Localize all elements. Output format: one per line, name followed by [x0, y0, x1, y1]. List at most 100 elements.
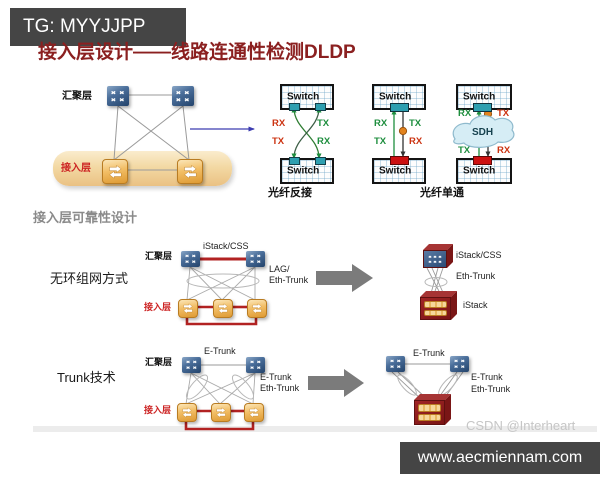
access-switch-icon — [178, 299, 198, 318]
aggregation-switch-icon — [182, 357, 201, 373]
aggregation-switch-icon — [107, 86, 129, 106]
access-switch-icon — [177, 159, 203, 184]
fiber-break-dot — [398, 126, 408, 136]
port-teal-wide — [473, 103, 492, 112]
reliability-heading: 接入层可靠性设计 — [33, 210, 138, 225]
gray-arrow-1 — [316, 264, 373, 292]
aggregation-switch-icon — [181, 251, 200, 267]
tx-label: TX — [272, 136, 285, 147]
port-teal — [289, 103, 300, 111]
aggregation-switch-icon — [172, 86, 194, 106]
page-title: 接入层设计——线路连通性检测DLDP — [38, 42, 356, 63]
access-switch-icon — [213, 299, 233, 318]
topology-links — [113, 94, 190, 171]
fiber-single-lines — [391, 108, 408, 158]
aggregation-switch-icon — [450, 356, 469, 372]
port-teal — [315, 157, 326, 165]
ring-red-1 — [185, 314, 258, 326]
istack-cube — [420, 291, 457, 320]
access-switch-icon — [247, 299, 267, 318]
tx-label: TX — [317, 118, 330, 129]
watermark: CSDN @Interheart — [466, 418, 576, 433]
lag-ellipse — [186, 273, 260, 289]
fiber-sdh-lines — [452, 108, 515, 157]
switch-box: Switch — [280, 157, 334, 184]
row1-aggregation-label: 汇聚层 — [145, 251, 173, 261]
ring-red-2 — [184, 418, 255, 431]
switch-box: Switch — [372, 84, 426, 112]
access-switch-icon — [177, 403, 197, 422]
access-layer-label: 接入层 — [61, 163, 91, 174]
row2-e-trunk-label: E-Trunk — [260, 372, 292, 382]
row1-right-istack-label: iStack — [463, 300, 488, 310]
switch-box: Switch — [456, 156, 512, 184]
switch-box-label: Switch — [463, 165, 496, 177]
caption-fiber-single: 光纤单通 — [420, 187, 464, 199]
row2-right-e-trunk-label: E-Trunk — [471, 372, 503, 382]
header-tag-text: TG: MYYJJPP — [23, 16, 146, 37]
switch-box: Switch — [456, 84, 512, 112]
port-teal-wide — [390, 103, 409, 112]
switch-box: Switch — [280, 84, 334, 111]
row1-eth-trunk-label: Eth-Trunk — [269, 275, 309, 285]
access-switch-icon — [211, 403, 231, 422]
row1-left-lines — [185, 257, 260, 326]
switch-box: Switch — [372, 156, 426, 184]
rx-label: RX — [374, 118, 388, 129]
port-red — [390, 156, 409, 165]
aggregation-switch-icon — [246, 357, 265, 373]
rx-label: RX — [409, 136, 423, 147]
row2-left-lines — [184, 364, 256, 431]
row1-istack-css-label: iStack/CSS — [203, 241, 249, 251]
row2-right-eth-trunk-label: Eth-Trunk — [471, 384, 511, 394]
sdh-cloud — [452, 115, 515, 148]
port-red — [473, 156, 492, 165]
tx-label: TX — [497, 108, 510, 119]
access-switch-icon — [102, 159, 128, 184]
fiber-crossed-lines — [291, 107, 322, 159]
tx-label: TX — [409, 118, 422, 129]
footer-site-bar: www.aecmiennam.com — [400, 442, 600, 474]
port-teal — [289, 157, 300, 165]
row1-name: 无环组网方式 — [50, 271, 129, 286]
row2-access-label: 接入层 — [144, 405, 172, 415]
trunk-ellipse-r1 — [397, 374, 417, 396]
tx-label: TX — [374, 136, 387, 147]
footer-site-text: www.aecmiennam.com — [417, 449, 583, 466]
aggregation-switch-icon — [386, 356, 405, 372]
switch-box-label: Switch — [463, 91, 496, 103]
gray-arrow-2 — [308, 369, 364, 397]
aggregation-layer-label: 汇聚层 — [62, 91, 92, 102]
bottom-divider — [33, 426, 597, 432]
row2-aggregation-label: 汇聚层 — [145, 357, 173, 367]
rx-label: RX — [317, 136, 331, 147]
row2-name: Trunk技术 — [57, 370, 116, 385]
tx-label: TX — [458, 145, 471, 156]
rx-label: RX — [458, 108, 472, 119]
row2-e-trunk-top-label: E-Trunk — [204, 346, 236, 356]
trunk-ellipse-r — [231, 374, 255, 400]
rx-label: RX — [497, 145, 511, 156]
trunk-ellipse-l — [185, 374, 209, 400]
switch-box-label: Switch — [287, 165, 320, 177]
row2-right-e-trunk-top-label: E-Trunk — [413, 348, 445, 358]
sdh-cloud-label: SDH — [472, 127, 494, 138]
row1-access-label: 接入层 — [144, 302, 172, 312]
switch-box-label: Switch — [379, 91, 412, 103]
header-tag-bar: TG: MYYJJPP — [10, 8, 186, 46]
switch-box-label: Switch — [379, 165, 412, 177]
istack-css-cube — [423, 244, 453, 268]
port-teal — [315, 103, 326, 111]
row1-right-eth-trunk-label: Eth-Trunk — [456, 271, 496, 281]
row1-right-istack-css-label: iStack/CSS — [456, 250, 502, 260]
aggregation-switch-icon — [246, 251, 265, 267]
trunk-ellipse-right1 — [424, 277, 448, 287]
rx-label: RX — [272, 118, 286, 129]
caption-fiber-reversed: 光纤反接 — [268, 187, 312, 199]
row1-lag-label: LAG/ — [269, 264, 290, 274]
switch-box-label: Switch — [287, 91, 320, 103]
access-switch-icon — [244, 403, 264, 422]
row2-eth-trunk-label: Eth-Trunk — [260, 383, 300, 393]
